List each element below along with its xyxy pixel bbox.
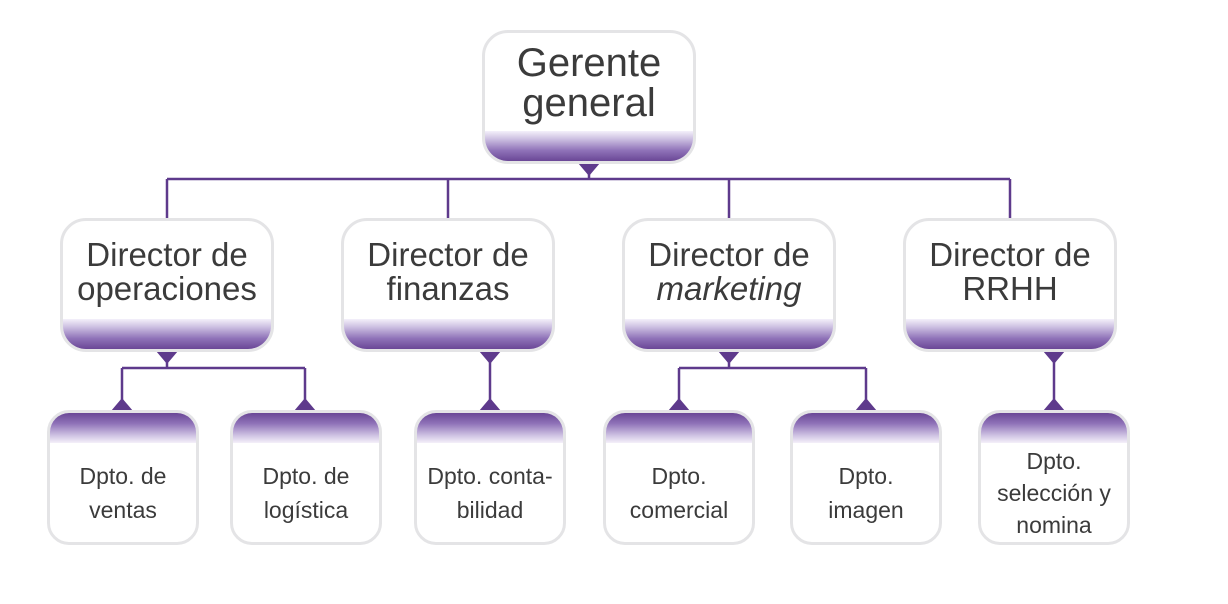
director-hr-label: Director de RRHH: [906, 221, 1114, 323]
dept-hr-selection-line-2: selección y: [997, 479, 1111, 506]
dept-hr-selection-label: Dpto. selección y nomina: [981, 443, 1127, 542]
director-marketing-line-2: marketing: [656, 270, 802, 307]
dept-accounting-box: Dpto. conta- bilidad: [414, 410, 566, 545]
dept-logistics-line-2: logística: [263, 496, 349, 523]
hr-selection-pointer: [1043, 398, 1065, 411]
accounting-pointer: [479, 398, 501, 411]
dept-sales-label: Dpto. de ventas: [50, 443, 196, 542]
general-manager-label: Gerente general: [485, 33, 693, 133]
dept-commercial-label: Dpto. comercial: [606, 443, 752, 542]
dept-accounting-label: Dpto. conta- bilidad: [417, 443, 563, 542]
dept-sales-line-1: Dpto. de: [79, 462, 167, 489]
general-manager-band: [485, 131, 693, 161]
dept-commercial-band: [606, 413, 752, 443]
commercial-pointer: [668, 398, 690, 411]
dept-commercial-box: Dpto. comercial: [603, 410, 755, 545]
dept-hr-selection-box: Dpto. selección y nomina: [978, 410, 1130, 545]
general-manager-line-2: general: [522, 81, 656, 125]
director-finance-label: Director de finanzas: [344, 221, 552, 323]
director-finance-line-1: Director de: [367, 236, 529, 273]
root-pointer: [578, 163, 600, 176]
director-marketing-box: Director de marketing: [622, 218, 836, 352]
marketing-branch-line: [677, 352, 868, 410]
director-operations-band: [63, 319, 271, 349]
logistics-pointer: [294, 398, 316, 411]
dept-accounting-line-2: bilidad: [456, 496, 524, 523]
marketing-pointer: [718, 351, 740, 364]
operations-pointer: [156, 351, 178, 364]
director-hr-band: [906, 319, 1114, 349]
director-operations-box: Director de operaciones: [60, 218, 274, 352]
general-manager-line-1: Gerente: [516, 41, 662, 85]
dept-commercial-line-2: comercial: [629, 496, 729, 523]
director-hr-line-2: RRHH: [962, 270, 1058, 307]
sales-pointer: [111, 398, 133, 411]
director-marketing-label: Director de marketing: [625, 221, 833, 323]
dept-accounting-band: [417, 413, 563, 443]
director-operations-label: Director de operaciones: [63, 221, 271, 323]
dept-logistics-line-1: Dpto. de: [262, 462, 350, 489]
dept-image-band: [793, 413, 939, 443]
director-operations-line-2: operaciones: [77, 270, 257, 307]
image-pointer: [855, 398, 877, 411]
dept-image-label: Dpto. imagen: [793, 443, 939, 542]
dept-sales-line-2: ventas: [89, 496, 157, 523]
hr-pointer: [1043, 351, 1065, 364]
director-marketing-band: [625, 319, 833, 349]
finance-pointer: [479, 351, 501, 364]
dept-logistics-box: Dpto. de logística: [230, 410, 382, 545]
dept-accounting-line-1: Dpto. conta-: [427, 462, 553, 489]
director-finance-line-2: finanzas: [386, 270, 510, 307]
dept-commercial-line-1: Dpto.: [651, 462, 707, 489]
operations-branch-line: [120, 352, 307, 410]
dept-logistics-band: [233, 413, 379, 443]
dept-hr-selection-line-3: nomina: [1016, 511, 1092, 538]
dept-sales-box: Dpto. de ventas: [47, 410, 199, 545]
dept-logistics-label: Dpto. de logística: [233, 443, 379, 542]
dept-hr-selection-band: [981, 413, 1127, 443]
director-operations-line-1: Director de: [86, 236, 248, 273]
director-marketing-line-1: Director de: [648, 236, 810, 273]
director-hr-line-1: Director de: [929, 236, 1091, 273]
director-finance-band: [344, 319, 552, 349]
director-hr-box: Director de RRHH: [903, 218, 1117, 352]
director-finance-box: Director de finanzas: [341, 218, 555, 352]
dept-sales-band: [50, 413, 196, 443]
dept-image-box: Dpto. imagen: [790, 410, 942, 545]
dept-hr-selection-line-1: Dpto.: [1026, 447, 1082, 474]
dept-image-line-2: imagen: [828, 496, 904, 523]
general-manager-box: Gerente general: [482, 30, 696, 164]
dept-image-line-1: Dpto.: [838, 462, 894, 489]
